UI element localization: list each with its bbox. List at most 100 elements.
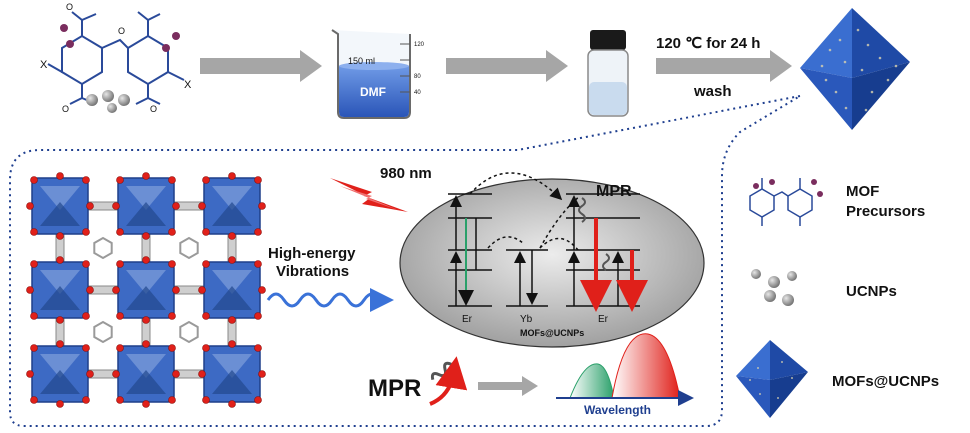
mof-oxygen-atom — [142, 340, 150, 348]
mof-oxygen-atom — [82, 344, 90, 352]
mof-oxygen-atom — [26, 202, 34, 210]
mof-oxygen-atom — [86, 370, 94, 378]
mof-oxygen-atom — [30, 228, 38, 236]
mof-oxygen-atom — [112, 370, 120, 378]
mof-oxygen-atom — [168, 176, 176, 184]
mof-oxygen-atom — [30, 344, 38, 352]
mof-oxygen-atom — [258, 286, 266, 294]
ion-er-right-label: Er — [598, 314, 609, 325]
mof-oxygen-atom — [198, 286, 206, 294]
vibration-label-line1: High-energy — [268, 245, 356, 262]
mof-oxygen-atom — [116, 260, 124, 268]
svg-text:O: O — [66, 2, 73, 12]
svg-text:X: X — [40, 59, 48, 71]
mof-oxygen-atom — [202, 260, 210, 268]
mof-oxygen-atom — [172, 286, 180, 294]
mof-oxygen-atom — [202, 344, 210, 352]
mof-oxygen-atom — [258, 370, 266, 378]
mof-oxygen-atom — [82, 312, 90, 320]
laser-bolt-icon — [330, 178, 408, 212]
mof-oxygen-atom — [82, 396, 90, 404]
mof-oxygen-atom — [228, 316, 236, 324]
energy-transfer-ellipse — [399, 178, 705, 348]
beaker-solvent-label: DMF — [360, 85, 386, 99]
mof-oxygen-atom — [228, 172, 236, 180]
mof-oxygen-atom — [56, 232, 64, 240]
mof-oxygen-atom — [116, 312, 124, 320]
excitation-arrows — [450, 172, 624, 306]
mof-cluster-facet — [126, 202, 166, 226]
mof-oxygen-atom — [30, 260, 38, 268]
vibration-wave — [266, 288, 394, 312]
mpr-squiggle-1 — [578, 197, 586, 223]
svg-text:X: X — [184, 79, 192, 91]
mof-cluster-facet — [212, 202, 252, 226]
mof-oxygen-atom — [202, 228, 210, 236]
process-arrow-1 — [200, 50, 322, 82]
mpr-top-label: MPR — [596, 183, 632, 200]
mof-cluster-facet — [212, 186, 252, 210]
mof-oxygen-atom — [116, 344, 124, 352]
mof-oxygen-atom — [254, 344, 262, 352]
beaker-icon — [331, 29, 411, 119]
mof-oxygen-atom — [82, 260, 90, 268]
mof-cluster-facet — [126, 370, 166, 394]
mof-oxygen-atom — [254, 396, 262, 404]
mof-cluster-facet — [126, 270, 166, 294]
precursor-molecule-large — [47, 11, 185, 105]
beaker-volume-label: 150 ml — [348, 56, 375, 66]
mof-oxygen-atom — [56, 400, 64, 408]
mof-oxygen-atom — [26, 286, 34, 294]
mof-oxygen-atom — [56, 256, 64, 264]
scale-tick-3: 40 — [414, 90, 421, 96]
mof-oxygen-atom — [86, 286, 94, 294]
octahedron-product-icon — [800, 8, 910, 130]
mof-oxygen-atom — [142, 172, 150, 180]
mof-cluster-facet — [40, 270, 80, 294]
emission-spectrum — [556, 333, 694, 406]
mof-oxygen-atom — [142, 400, 150, 408]
legend-octahedron-icon — [736, 340, 808, 418]
mof-cluster-facet — [212, 354, 252, 378]
mof-oxygen-atom — [112, 202, 120, 210]
mof-oxygen-atom — [82, 176, 90, 184]
mof-hexagon-ring — [93, 320, 113, 344]
mof-oxygen-atom — [168, 344, 176, 352]
mof-oxygen-atom — [202, 312, 210, 320]
mof-cluster-facet — [212, 270, 252, 294]
mof-oxygen-atom — [198, 202, 206, 210]
mof-cluster-facet — [40, 202, 80, 226]
wavelength-axis-label: Wavelength — [584, 403, 651, 417]
legend-mofs-ucnps-label: MOFs@UCNPs — [832, 373, 939, 390]
mof-oxygen-atom — [142, 232, 150, 240]
mof-oxygen-atom — [172, 370, 180, 378]
svg-text:O: O — [150, 104, 157, 114]
mof-lattice — [26, 172, 266, 408]
mof-oxygen-atom — [56, 172, 64, 180]
mof-oxygen-atom — [112, 286, 120, 294]
mof-oxygen-atom — [26, 370, 34, 378]
mof-cluster-facet — [212, 286, 252, 310]
spectrum-arrow — [478, 376, 538, 396]
mof-oxygen-atom — [168, 228, 176, 236]
mof-oxygen-atom — [254, 312, 262, 320]
mof-oxygen-atom — [254, 260, 262, 268]
mof-oxygen-atom — [82, 228, 90, 236]
mof-oxygen-atom — [30, 312, 38, 320]
svg-text:O: O — [62, 104, 69, 114]
vibration-label-line2: Vibrations — [276, 263, 349, 280]
mof-oxygen-atom — [228, 256, 236, 264]
ellipse-caption: MOFs@UCNPs — [520, 328, 584, 338]
mof-cluster-facet — [40, 370, 80, 394]
mof-oxygen-atom — [254, 228, 262, 236]
mof-oxygen-atom — [142, 316, 150, 324]
mof-cluster-facet — [126, 286, 166, 310]
legend-ucnps-label: UCNPs — [846, 283, 897, 300]
legend-ucnp-icon — [751, 269, 797, 306]
mof-oxygen-atom — [172, 202, 180, 210]
mof-oxygen-atom — [116, 396, 124, 404]
metal-ions — [60, 24, 180, 52]
ion-yb-label: Yb — [520, 314, 533, 325]
mof-hexagon-ring — [179, 236, 199, 260]
